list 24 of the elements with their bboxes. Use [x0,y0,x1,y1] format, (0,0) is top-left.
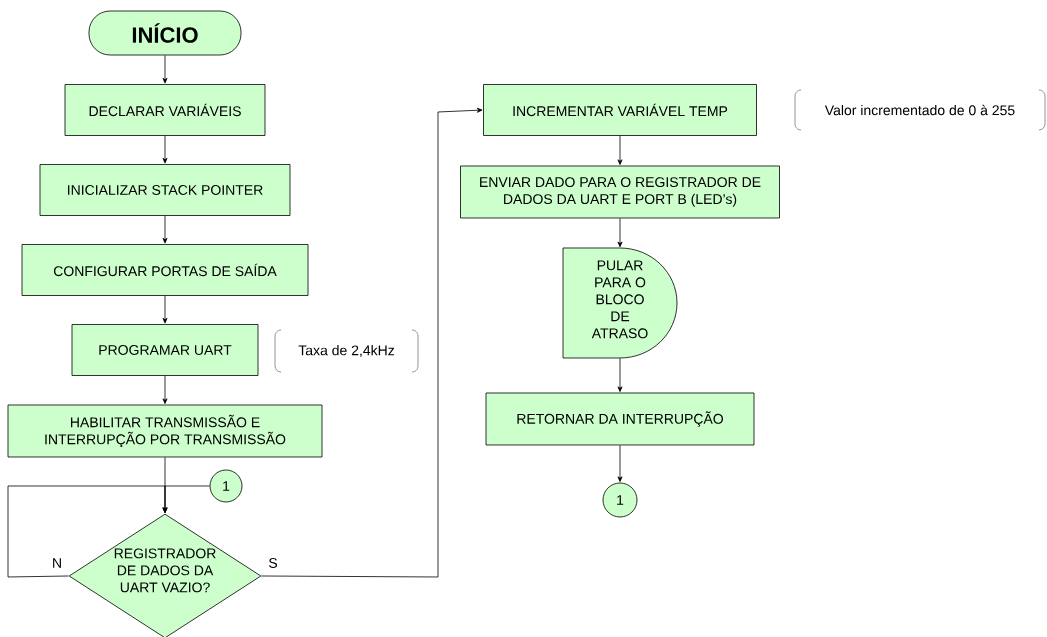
process-box: ENVIAR DADO PARA O REGISTRADOR DE DADOS DA UART E PORT B (LED’s) [460,165,780,219]
arrow [617,218,623,248]
arrow [162,55,168,84]
process-box: DECLARAR VARIÁVEIS [64,84,266,136]
arrow [7,485,168,578]
process-box: INICIALIZAR STACK POINTER [39,164,291,216]
process-box: PROGRAMAR UART [71,324,259,376]
annotation-text: Taxa de 2,4kHz [298,345,395,357]
process-box: RETORNAR DA INTERRUPÇÃO [485,392,755,446]
arrow [162,215,168,244]
process-box: INCREMENTAR VARIÁVEL TEMP [483,84,757,136]
edge-label: S [267,557,279,569]
process-box: CONFIGURAR PORTAS DE SAÍDA [21,244,309,296]
arrow [162,295,168,324]
arrow [617,357,623,392]
arrow [162,375,168,404]
arrow [261,107,483,578]
arrow [617,445,623,482]
edge-label: N [50,557,64,569]
arrow [617,135,623,165]
process-box: HABILITAR TRANSMISSÃO E INTERRUPÇÃO POR TRANSMISSÃO [7,404,323,458]
annotation-text: Valor incrementado de 0 à 255 [824,104,1015,116]
arrow [162,135,168,164]
start-terminator: INÍCIO [88,10,242,56]
